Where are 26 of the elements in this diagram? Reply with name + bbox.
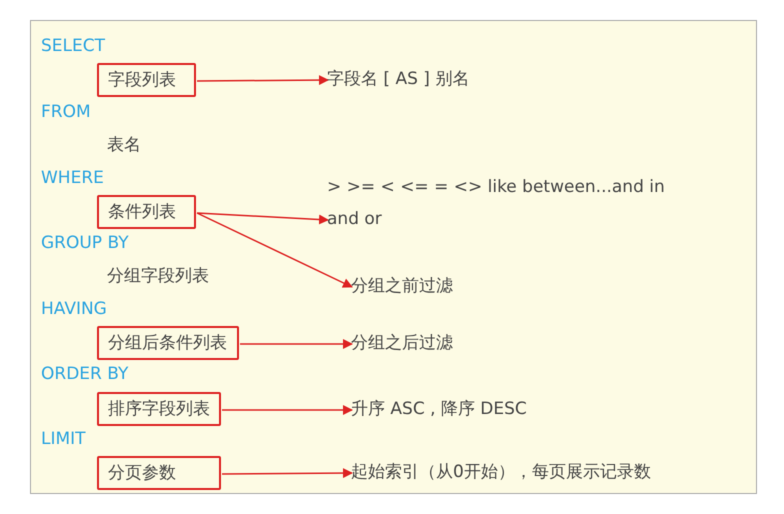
sql-keyword: ORDER BY bbox=[41, 364, 128, 384]
note-text: 分组之前过滤 bbox=[351, 276, 453, 296]
boxed-term: 字段列表 bbox=[97, 63, 196, 97]
note-text: 字段名 [ AS ] 别名 bbox=[327, 69, 470, 89]
sql-keyword: HAVING bbox=[41, 299, 107, 319]
boxed-term: 条件列表 bbox=[97, 195, 196, 229]
sql-keyword: SELECT bbox=[41, 36, 105, 56]
boxed-term: 分组后条件列表 bbox=[97, 326, 239, 360]
arrow bbox=[240, 339, 353, 349]
sql-keyword: FROM bbox=[41, 102, 91, 122]
sql-keyword: GROUP BY bbox=[41, 233, 129, 253]
sql-keyword: WHERE bbox=[41, 168, 104, 188]
clause-text: 分组字段列表 bbox=[107, 266, 209, 286]
arrow bbox=[222, 405, 353, 415]
clause-text: 表名 bbox=[107, 135, 141, 155]
arrow bbox=[197, 75, 329, 86]
arrow bbox=[222, 468, 353, 478]
arrow bbox=[196, 212, 329, 225]
note-text: 分组之后过滤 bbox=[351, 333, 453, 353]
boxed-term: 分页参数 bbox=[97, 456, 221, 490]
boxed-term: 排序字段列表 bbox=[97, 392, 221, 426]
note-text: > >= < <= = <> like between...and in and or bbox=[327, 171, 667, 235]
sql-keyword: LIMIT bbox=[41, 429, 86, 449]
arrow bbox=[196, 212, 353, 288]
note-text: 起始索引（从0开始），每页展示记录数 bbox=[351, 462, 651, 482]
note-text: 升序 ASC , 降序 DESC bbox=[351, 399, 527, 419]
